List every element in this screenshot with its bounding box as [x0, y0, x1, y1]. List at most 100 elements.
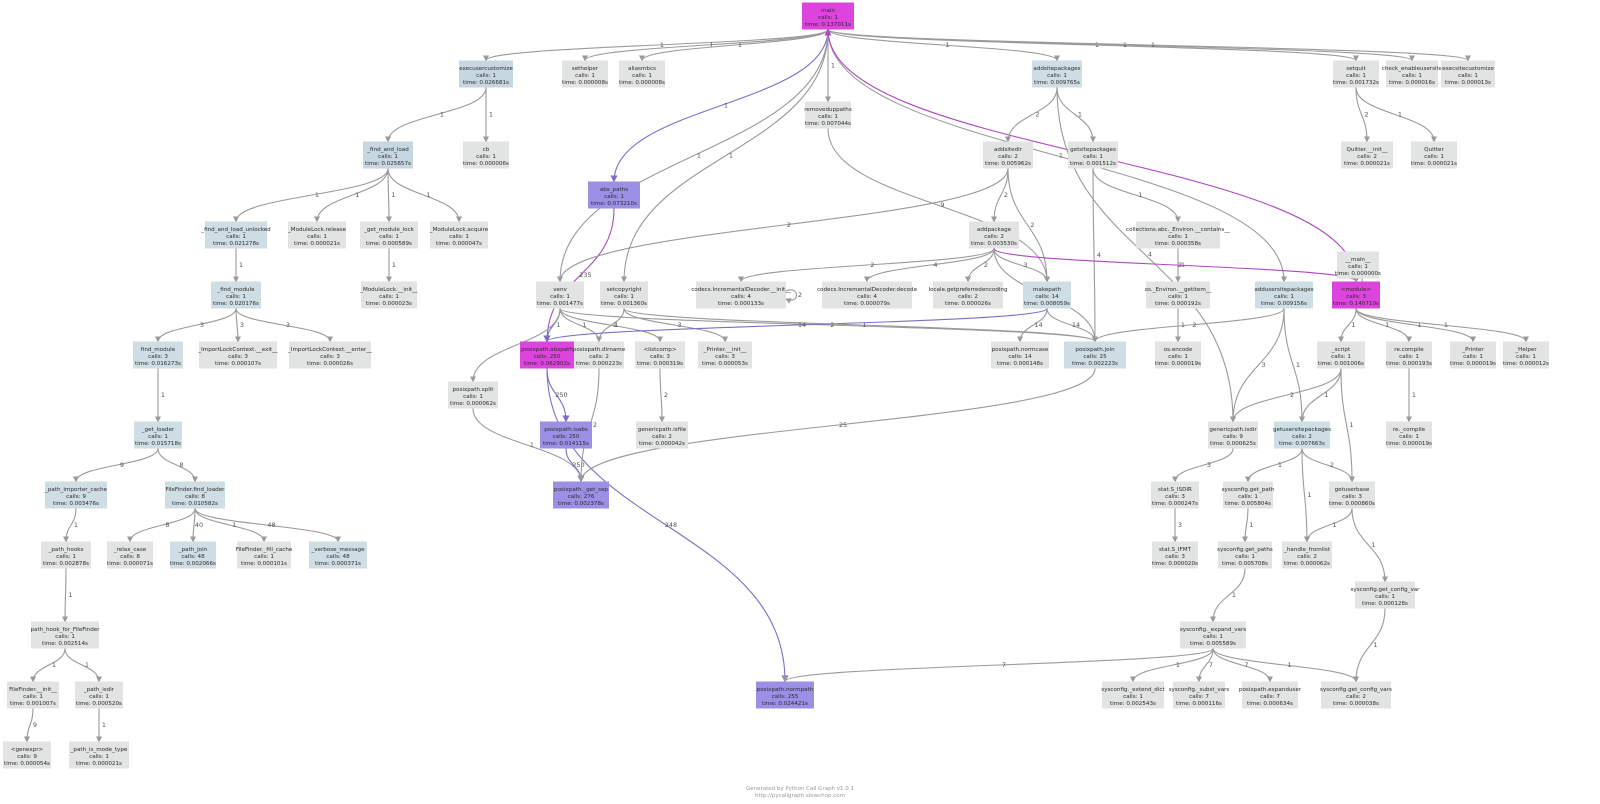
edge-path	[1017, 308, 1048, 343]
node-calls: calls: 2	[1297, 554, 1317, 560]
node-box	[1450, 341, 1496, 369]
edge-call-count: 8	[179, 461, 183, 469]
node-name: _find_and_load	[366, 147, 409, 153]
node-calls: calls: 8	[185, 494, 205, 500]
edge-path	[1340, 368, 1355, 483]
edge-sysconfig_expand_vars-to-subst_vars: 7	[1196, 648, 1214, 683]
node-name: codecs.IncrementalDecoder.decode	[817, 287, 918, 293]
node-name: addusersitepackages	[1254, 287, 1313, 293]
node-name: getusersitepackages	[1273, 427, 1331, 433]
node-calls: calls: 4	[857, 294, 877, 300]
edge-find_and_load-to-find_and_load_unlocked: 1	[233, 168, 389, 223]
edge-path	[24, 708, 34, 743]
node-time: time: 0.140710s	[1333, 301, 1379, 307]
edge-call-count: 40	[195, 521, 203, 529]
edge-getuserbase-to-get_config_var: 1	[1351, 508, 1388, 583]
node-box	[1208, 421, 1258, 449]
node-calls: calls: 1	[818, 15, 838, 21]
edge-call-count: 14	[1034, 321, 1042, 329]
edge-path	[470, 308, 561, 383]
edge-path	[1304, 508, 1353, 543]
node-name: _ImportLockContext.__enter__	[287, 347, 372, 353]
node-box	[69, 741, 129, 769]
node-time: time: 0.000000s	[1335, 271, 1381, 277]
edge-path	[559, 308, 663, 343]
node-time: time: 0.000192s	[1155, 301, 1201, 307]
node-time: time: 0.000107s	[215, 361, 261, 367]
node-name: addpackage	[977, 227, 1012, 233]
edge-call-count: 9	[120, 461, 124, 469]
edge-path	[1212, 648, 1359, 683]
node-time: time: 0.014115s	[543, 441, 589, 447]
node-time: time: 0.000013s	[1445, 80, 1491, 86]
edge-ff_find_loader-to-verbose_message: 48	[194, 508, 341, 543]
node-calls: calls: 2	[1292, 434, 1312, 440]
node-box	[636, 421, 688, 449]
node-time: time: 0.002378s	[558, 501, 604, 507]
edge-find_module-to-importlockctx_enter: 3	[235, 308, 333, 343]
edge-path	[596, 308, 625, 343]
edge-call-count: 1	[1360, 276, 1364, 284]
node-box	[1218, 541, 1272, 569]
edge-call-count: 1	[945, 41, 949, 49]
edge-call-count: 1	[556, 321, 560, 329]
node-box	[7, 681, 59, 709]
edge-call-count: 248	[665, 521, 677, 529]
node-incdec_init: codecs.IncrementalDecoder.__init__calls:…	[691, 281, 791, 309]
node-name: FileFinder._fill_cache	[236, 547, 293, 553]
edge-call-count: 1	[391, 191, 395, 199]
node-time: time: 0.000021s	[1411, 161, 1457, 167]
node-box	[822, 281, 912, 309]
node-box	[289, 341, 371, 369]
node-name: re._compile	[1393, 427, 1426, 433]
node-box	[1242, 681, 1298, 709]
node-calls: calls: 1	[1168, 234, 1188, 240]
edge-path_hook_ff-to-ff_init: 1	[30, 648, 66, 683]
node-name: _Printer	[1461, 347, 1484, 353]
node-name: posixpath.dirname	[573, 347, 626, 353]
edge-path	[155, 308, 237, 343]
node-calls: calls: 7	[1260, 694, 1280, 700]
edge-main-to-abs_paths: 1	[610, 29, 829, 183]
node-calls: calls: 7	[1189, 694, 1209, 700]
edge-abspath-to-normpath: 248	[546, 368, 789, 683]
edge-call-count: 1	[489, 111, 493, 119]
node-calls: calls: 2	[652, 434, 672, 440]
edge-path	[782, 647, 1214, 683]
node-box	[1274, 421, 1330, 449]
edge-path	[1196, 648, 1214, 683]
node-time: time: 0.137011s	[805, 22, 851, 28]
node-name: sysconfig.get_config_var	[1351, 587, 1421, 593]
node-time: time: 0.000116s	[1176, 701, 1222, 707]
node-name: <genexpr>	[11, 747, 44, 753]
node-name: FileFinder.__init__	[9, 687, 57, 693]
node-calls: calls: 1	[1203, 634, 1223, 640]
node-time: time: 0.000019s	[1155, 361, 1201, 367]
edge-addsitepackages-to-addsitedir: 2	[1005, 87, 1058, 143]
edge-module-to-script: 1	[1338, 308, 1357, 343]
node-calls: calls: 1	[1348, 264, 1368, 270]
node-calls: calls: 1	[1402, 73, 1422, 79]
node-time: time: 0.000042s	[639, 441, 685, 447]
edge-sysconfig_expand_vars-to-expanduser: 7	[1212, 648, 1273, 683]
edge-path	[864, 248, 995, 283]
edge-get_loader-to-ff_find_loader: 8	[157, 448, 198, 483]
edge-call-count: 1	[1138, 191, 1142, 199]
node-box	[459, 60, 513, 88]
